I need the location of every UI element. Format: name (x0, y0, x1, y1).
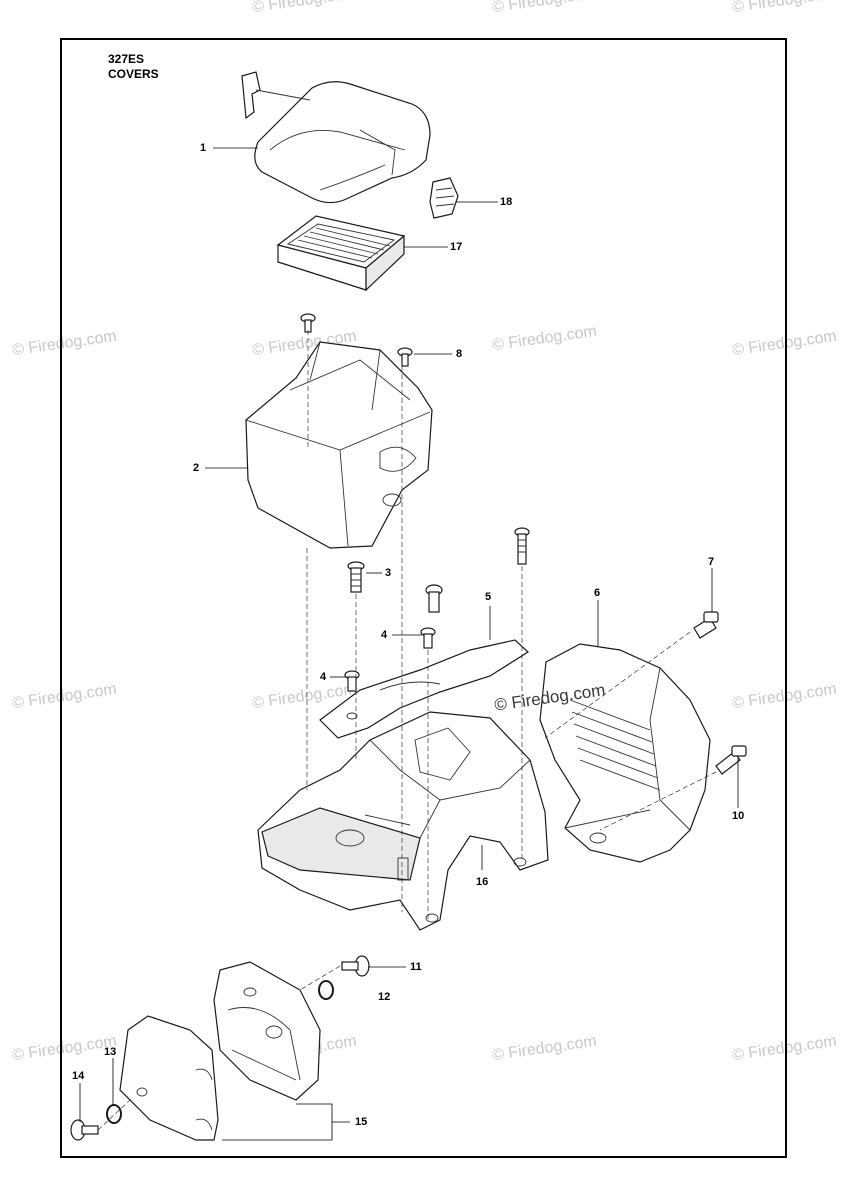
callout-15[interactable]: 15 (355, 1116, 368, 1128)
part-15-housing-front[interactable] (119, 1015, 219, 1141)
part-4-screw-upper[interactable] (420, 627, 436, 649)
callout-17[interactable]: 17 (450, 241, 463, 253)
part-4-screw-lower[interactable] (344, 670, 360, 692)
part-15-housing-rear[interactable] (213, 961, 321, 1101)
screw-top-left (300, 313, 316, 333)
callout-3[interactable]: 3 (385, 567, 392, 579)
part-6-cylinder-cover[interactable] (539, 643, 711, 863)
part-17-air-filter[interactable] (276, 215, 406, 292)
callout-6[interactable]: 6 (594, 587, 601, 599)
part-13-o-ring[interactable] (106, 1104, 122, 1124)
part-18-clip[interactable] (429, 177, 459, 219)
part-8-screw[interactable] (397, 347, 413, 367)
callout-5[interactable]: 5 (485, 591, 492, 603)
section-title: COVERS (108, 67, 159, 81)
callout-4-lower[interactable]: 4 (320, 671, 327, 683)
part-1-filter-cover[interactable] (254, 81, 431, 204)
part-12-o-ring[interactable] (318, 980, 334, 1000)
callout-10[interactable]: 10 (732, 810, 745, 822)
part-10-screw[interactable] (715, 745, 747, 775)
callout-16[interactable]: 16 (476, 876, 489, 888)
part-5-plate[interactable] (319, 639, 529, 739)
callout-14[interactable]: 14 (72, 1070, 85, 1082)
callout-1[interactable]: 1 (200, 142, 207, 154)
screw-right-top (514, 527, 530, 565)
part-1-clip-top (241, 71, 311, 120)
callout-13[interactable]: 13 (104, 1046, 117, 1058)
callout-12[interactable]: 12 (378, 991, 391, 1003)
part-16-main-cover[interactable] (257, 711, 549, 931)
part-14-screw[interactable] (70, 1119, 99, 1141)
diagram-frame (60, 38, 787, 1158)
callout-7[interactable]: 7 (708, 556, 715, 568)
model-number: 327ES (108, 52, 145, 66)
callout-8[interactable]: 8 (456, 348, 463, 360)
callout-18[interactable]: 18 (500, 196, 513, 208)
callout-11[interactable]: 11 (410, 961, 422, 973)
part-3-screw[interactable] (347, 561, 365, 593)
callout-2[interactable]: 2 (193, 462, 200, 474)
part-2-filter-housing[interactable] (245, 341, 433, 549)
screw-mid (425, 584, 443, 613)
part-7-screw[interactable] (693, 611, 719, 639)
part-11-screw[interactable] (341, 955, 370, 977)
callout-4-upper[interactable]: 4 (381, 629, 388, 641)
